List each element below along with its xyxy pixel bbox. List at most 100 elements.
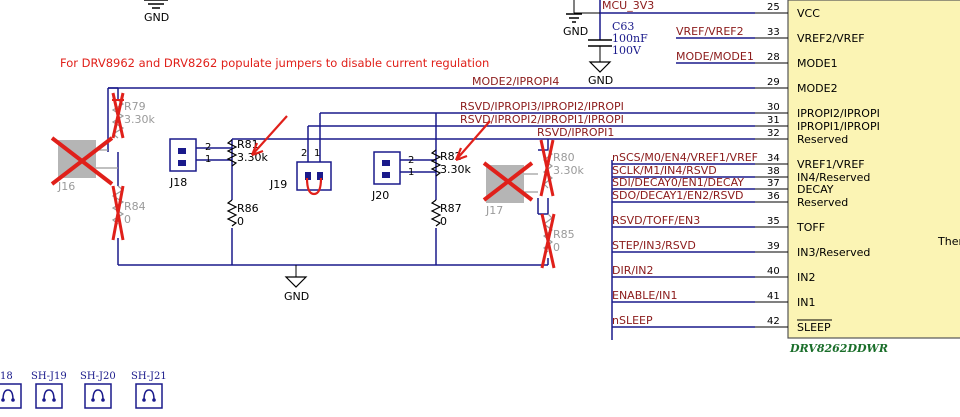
- net-label: nSLEEP: [612, 314, 653, 327]
- resistor-r79: R79 3.30k: [111, 92, 155, 139]
- net-label: VREF/VREF2: [676, 25, 744, 38]
- ic-body: [787, 0, 960, 339]
- pin-name: DECAY: [797, 183, 834, 196]
- net-label: DIR/IN2: [612, 264, 654, 277]
- j18-pin2: 2: [205, 142, 211, 153]
- j19-ref: J19: [269, 178, 287, 191]
- resistor-r85: R85 0: [540, 213, 575, 269]
- r85-value: 0: [553, 241, 560, 254]
- jumper-j20: 2 1 J20: [371, 151, 414, 202]
- r80-ref: R80: [553, 151, 575, 164]
- r84-value: 0: [124, 213, 131, 226]
- net-label-rsvd3: RSVD/IPROPI3/IPROPI2/IPROPI: [460, 100, 624, 113]
- j19-pin1: 1: [314, 148, 320, 159]
- j16-ref: J16: [57, 180, 75, 193]
- pin-name: Reserved: [797, 133, 848, 146]
- pin-name: IPROPI1/IPROPI: [797, 120, 880, 133]
- pin-number: 35: [767, 216, 780, 227]
- jumper-j17: J17: [482, 161, 538, 217]
- gnd-label-bottom: GND: [284, 290, 309, 303]
- mcu-3v3-net: MCU_3V3 GND: [563, 0, 755, 40]
- shunt-label: J18: [0, 371, 13, 382]
- net-label-rsvd1: RSVD/IPROPI1: [537, 126, 614, 139]
- pin-number: 41: [767, 291, 780, 302]
- pin-number: 38: [767, 166, 780, 177]
- pin-name: IN4/Reserved: [797, 171, 870, 184]
- shunt-sh-j20: [84, 383, 112, 409]
- j17-ref: J17: [485, 204, 503, 217]
- jumper-j16: J16: [50, 136, 118, 193]
- gnd-label-top: GND: [144, 11, 169, 24]
- annotation-arrow: [250, 142, 264, 157]
- pin-name: VREF2/VREF: [797, 32, 865, 45]
- pin-name: IPROPI2/IPROPI: [797, 107, 880, 120]
- cross-mark: [482, 161, 534, 202]
- pin-number: 39: [767, 241, 780, 252]
- pin-name: IN2: [797, 271, 815, 284]
- pin-name: MODE2: [797, 82, 838, 95]
- pin-number: 29: [767, 77, 780, 88]
- right-net-labels: VREF/VREF2 MODE/MODE1 nSCS/M0/EN4/VREF1/…: [612, 25, 758, 327]
- pin-name: SLEEP: [797, 321, 831, 334]
- net-label: ENABLE/IN1: [612, 289, 678, 302]
- gnd-symbol-top: GND: [144, 0, 169, 24]
- net-label: STEP/IN3/RSVD: [612, 239, 696, 252]
- r79-value: 3.30k: [124, 113, 155, 126]
- resistor-r82: R82 3.30k: [430, 120, 491, 177]
- j20-pin1: 1: [408, 167, 414, 178]
- j19-body: [296, 161, 332, 191]
- r85-ref: R85: [553, 228, 575, 241]
- jumper-shunt-mark: [305, 177, 323, 196]
- pin-name: TOFF: [796, 221, 825, 234]
- right-net-wires: [612, 37, 755, 328]
- pin-number: 25: [767, 2, 780, 13]
- pin-number: 31: [767, 115, 780, 126]
- r81-ref: R81: [237, 138, 259, 151]
- r82-value: 3.30k: [440, 163, 471, 176]
- cap-value: 100nF: [612, 32, 648, 45]
- resistor-r81: R81 3.30k: [226, 115, 288, 167]
- ic-pin-stubs: [755, 12, 788, 328]
- cross-mark: [539, 139, 555, 197]
- cross-mark: [50, 136, 114, 186]
- pin-name: IN3/Reserved: [797, 246, 870, 259]
- pin-name: VREF1/VREF: [797, 158, 865, 171]
- net-label: nSCS/M0/EN4/VREF1/VREF: [612, 151, 758, 164]
- net-label: RSVD/TOFF/EN3: [612, 214, 700, 227]
- pin-number: 37: [767, 178, 780, 189]
- ic-part-name: DRV8262DDWR: [789, 342, 888, 355]
- shunt-label: SH-J19: [31, 371, 67, 382]
- cross-mark: [540, 213, 556, 269]
- r87-ref: R87: [440, 202, 462, 215]
- j20-body: [373, 151, 401, 185]
- shunt-row: J18 SH-J19 SH-J20 SH-J21: [0, 371, 167, 409]
- r79-ref: R79: [124, 100, 146, 113]
- annotation-arrow: [454, 147, 468, 162]
- resistor-r84: R84 0: [111, 185, 146, 241]
- pin-number: 30: [767, 102, 780, 113]
- resistor-r87: R87 0: [430, 199, 462, 228]
- gnd-symbol-bottom: GND: [284, 265, 309, 303]
- r81-value: 3.30k: [237, 151, 268, 164]
- jumper-j18: 2 1 J18: [169, 138, 211, 189]
- j19-pin2: 2: [301, 148, 307, 159]
- pin-number: 28: [767, 52, 780, 63]
- shunt-label: SH-J21: [131, 371, 167, 382]
- capacitor-c63: GND C63 100nF 100V: [588, 20, 648, 87]
- mcu-net-label: MCU_3V3: [602, 0, 654, 12]
- pin-name: VCC: [797, 7, 820, 20]
- cap-ref: C63: [612, 20, 634, 33]
- net-label: SDO/DECAY1/EN2/RSVD: [612, 189, 744, 202]
- gnd-label-mcu: GND: [563, 25, 588, 38]
- net-label: SDI/DECAY0/EN1/DECAY: [612, 176, 744, 189]
- r80-value: 3.30k: [553, 164, 584, 177]
- j18-body: [169, 138, 197, 172]
- net-label: MODE/MODE1: [676, 50, 754, 63]
- ic-body-clip-text: Ther: [937, 235, 960, 248]
- pin-number: 32: [767, 128, 780, 139]
- shunt-sh-j19: [35, 383, 63, 409]
- ipropi-nets: MODE2/IPROPI4 RSVD/IPROPI3/IPROPI2/IPROP…: [108, 75, 755, 140]
- pin-number: 42: [767, 316, 780, 327]
- cross-mark: [111, 185, 125, 241]
